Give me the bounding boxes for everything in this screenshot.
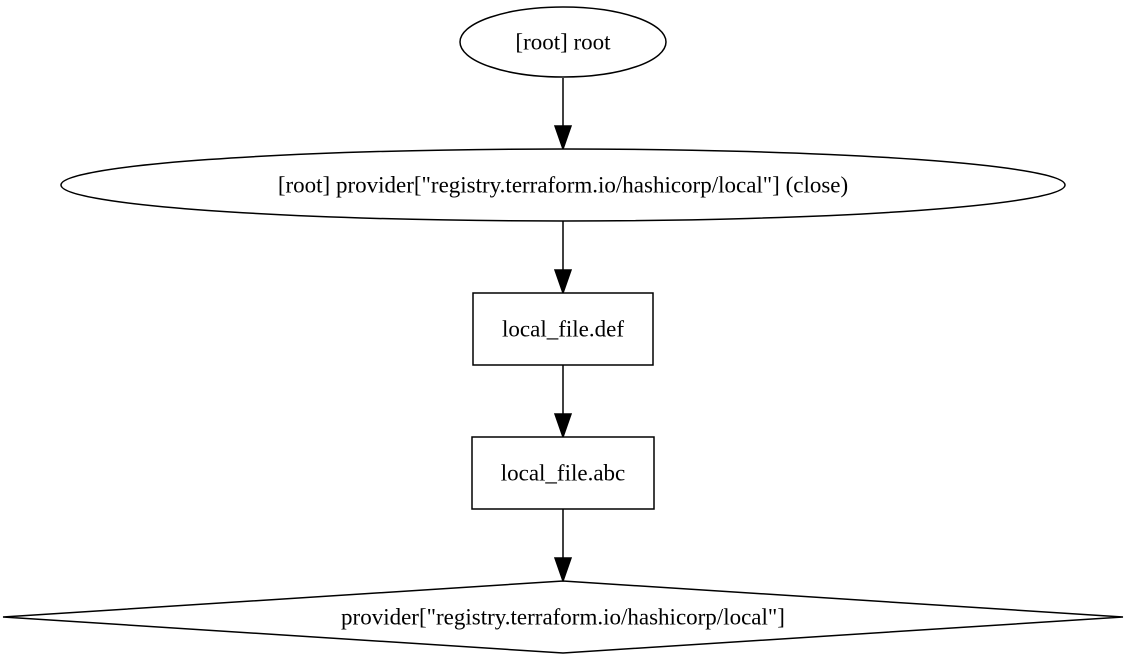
node-local-file-abc-shape — [471, 436, 655, 510]
edge-root-to-provider-close — [553, 78, 573, 152]
node-local-file-def-label: local_file.def — [502, 317, 624, 342]
node-local-file-def-shape — [472, 292, 654, 366]
node-provider: provider["registry.terraform.io/hashicor… — [2, 580, 1124, 654]
node-provider-close: [root] provider["registry.terraform.io/h… — [60, 148, 1066, 222]
node-provider-close-label: [root] provider["registry.terraform.io/h… — [278, 173, 848, 198]
node-provider-label: provider["registry.terraform.io/hashicor… — [341, 605, 785, 630]
node-root: [root] root — [459, 6, 667, 78]
edge-local-file-abc-to-provider — [553, 509, 573, 584]
node-local-file-abc-label: local_file.abc — [501, 461, 626, 486]
node-provider-close-shape — [60, 148, 1066, 222]
edge-local-file-def-to-local-file-abc — [553, 365, 573, 440]
node-local-file-def: local_file.def — [472, 292, 654, 366]
node-local-file-abc: local_file.abc — [471, 436, 655, 510]
node-root-label: [root] root — [515, 30, 611, 55]
node-provider-shape — [2, 580, 1124, 654]
edge-provider-close-to-local-file-def — [553, 221, 573, 296]
node-root-shape — [459, 6, 667, 78]
